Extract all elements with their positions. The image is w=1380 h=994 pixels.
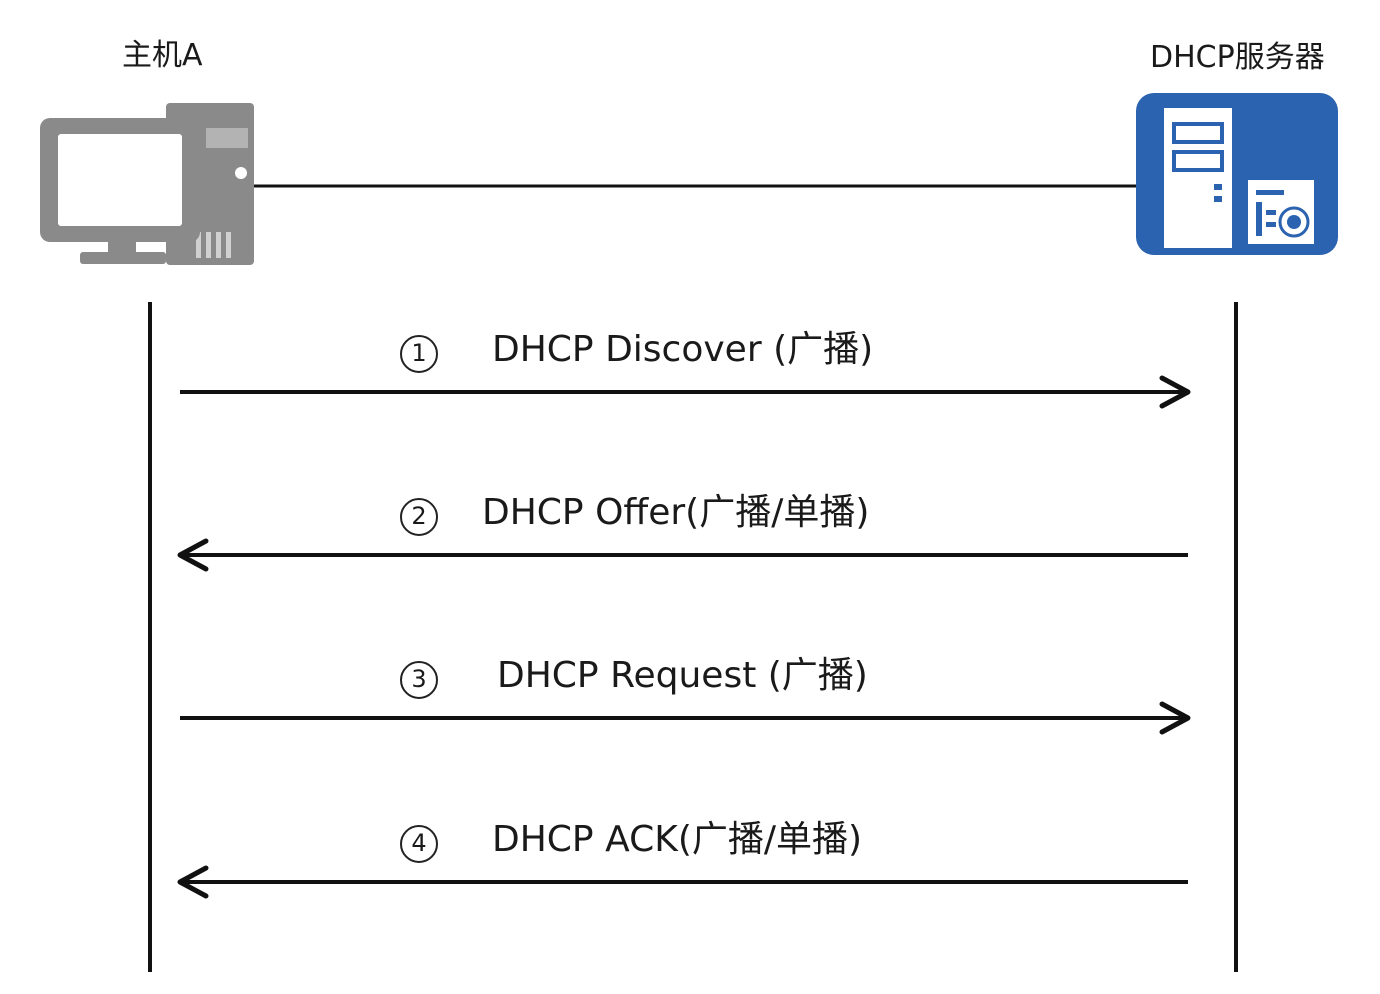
step-label-3: DHCP Request (广播): [497, 655, 868, 696]
arrowhead-1: [1159, 375, 1191, 409]
step-label-4: DHCP ACK(广播/单播): [492, 819, 863, 860]
arrowhead-2: [177, 538, 209, 572]
server-label: DHCP服务器: [1150, 40, 1325, 75]
step-label-1: DHCP Discover (广播): [492, 329, 874, 370]
computer-icon: [40, 103, 254, 265]
step-label-2: DHCP Offer(广播/单播): [482, 492, 870, 533]
step-number-3: 3: [400, 661, 438, 699]
step-number-4: 4: [400, 825, 438, 863]
server-icon: [1136, 93, 1338, 255]
arrowhead-4: [177, 865, 209, 899]
host-label: 主机A: [122, 38, 203, 73]
step-number-2: 2: [400, 498, 438, 536]
arrowhead-3: [1159, 701, 1191, 735]
step-number-1: 1: [400, 335, 438, 373]
